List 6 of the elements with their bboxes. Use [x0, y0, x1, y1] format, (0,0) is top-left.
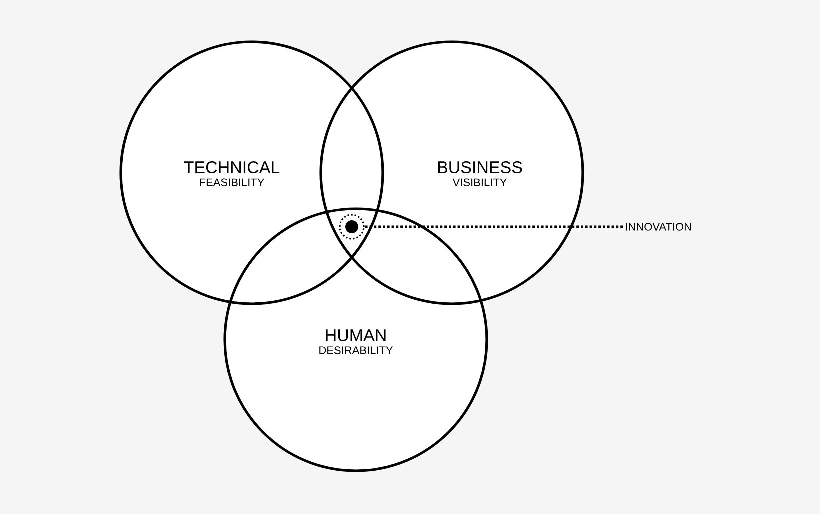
circle-label: TECHNICAL FEASIBILITY: [184, 162, 280, 186]
circle-label: BUSINESS VISIBILITY: [438, 162, 522, 186]
leader-line: [364, 226, 623, 228]
target-dot: [339, 214, 365, 240]
circle-label: HUMAN DESIRABILITY: [320, 330, 394, 354]
callout-label: INNOVATION: [626, 223, 692, 231]
